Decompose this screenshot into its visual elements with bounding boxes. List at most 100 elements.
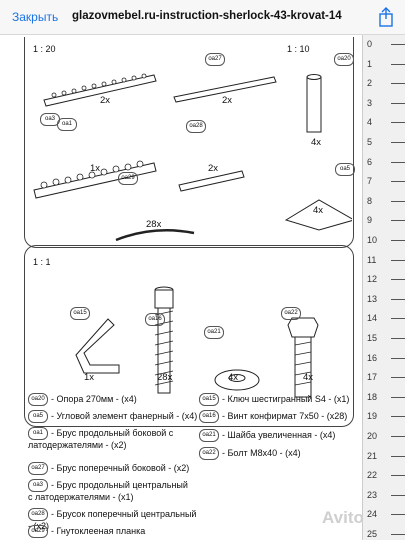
ruler-label: 4 bbox=[367, 117, 373, 128]
document-title: glazovmebel.ru-instruction-sherlock-43-k… bbox=[72, 10, 342, 22]
beam-oa3-drawing bbox=[33, 160, 157, 199]
ruler-label: 17 bbox=[367, 372, 378, 383]
ruler-tick bbox=[391, 436, 405, 437]
ruler-label: 20 bbox=[367, 431, 378, 441]
hardware-qty: 4х bbox=[228, 372, 239, 383]
ruler-label: 25 bbox=[367, 529, 378, 539]
part-qty: 2х bbox=[100, 95, 111, 106]
ruler-label: 16 bbox=[367, 352, 378, 363]
part-code: оа5 bbox=[335, 163, 358, 176]
ruler-tick bbox=[391, 161, 405, 163]
ruler-label: 12 bbox=[367, 274, 378, 285]
ruler-tick bbox=[391, 396, 405, 398]
ruler-tick bbox=[391, 83, 405, 85]
legend-item: оа3- Брус продольный центральный с латод… bbox=[28, 479, 188, 502]
ruler-label: 19 bbox=[367, 411, 378, 422]
ruler-tick bbox=[391, 377, 405, 379]
slat-oa29-drawing bbox=[115, 228, 195, 242]
ruler-label: 15 bbox=[367, 333, 378, 343]
legend-item: оа29- Гнутоклееная планка bbox=[28, 525, 198, 538]
pdf-page[interactable]: 1 : 20 1 : 10 1 : 1 bbox=[0, 35, 362, 540]
ruler-tick bbox=[391, 455, 405, 457]
ruler-tick bbox=[391, 298, 405, 300]
ruler-tick bbox=[391, 279, 405, 281]
beam-oa28-drawing bbox=[178, 170, 245, 192]
corner-oa5-drawing bbox=[284, 199, 352, 231]
hardware-code: оа15 bbox=[70, 307, 93, 320]
legend-item: оа28- Брусок поперечный центральный - (х… bbox=[28, 508, 197, 531]
post-oa20-drawing bbox=[306, 74, 322, 133]
ruler-tick bbox=[391, 514, 405, 516]
screw-oa16-drawing bbox=[154, 286, 174, 394]
part-code: оа28 bbox=[186, 120, 209, 133]
ruler-label: 8 bbox=[367, 195, 373, 206]
legend-item: оа21- Шайба увеличенная - (х4) bbox=[199, 429, 361, 442]
ruler-label: 10 bbox=[367, 235, 378, 245]
part-qty: 1х bbox=[90, 163, 101, 174]
legend-item: оа15- Ключ шестигранный S4 - (х1) bbox=[199, 393, 361, 406]
ruler-label: 7 bbox=[367, 176, 373, 187]
watermark: Avito bbox=[322, 508, 364, 527]
ruler-label: 0 bbox=[367, 39, 373, 49]
part-code: оа20 bbox=[334, 53, 357, 66]
washer-oa21-drawing bbox=[214, 369, 260, 391]
part-qty: 28х bbox=[146, 219, 162, 230]
ruler-label: 5 bbox=[367, 137, 373, 147]
scale-label: 1 : 10 bbox=[287, 44, 310, 54]
part-code: оа29 bbox=[118, 172, 141, 185]
ruler-tick bbox=[391, 200, 405, 202]
beam-oa1-drawing bbox=[43, 73, 157, 107]
hex-key-oa15-drawing bbox=[75, 318, 120, 374]
ruler-tick bbox=[391, 494, 405, 496]
ruler-label: 24 bbox=[367, 509, 378, 520]
ruler-label: 23 bbox=[367, 489, 378, 500]
part-code: оа3 bbox=[40, 113, 63, 126]
top-bar: Закрыть glazovmebel.ru-instruction-sherl… bbox=[0, 0, 405, 35]
ruler-label: 13 bbox=[367, 293, 378, 304]
ruler-label: 11 bbox=[367, 254, 377, 265]
ruler-tick bbox=[391, 338, 405, 339]
scale-label: 1 : 20 bbox=[33, 44, 56, 54]
hardware-qty: 4х bbox=[303, 372, 314, 383]
ruler-label: 1 bbox=[367, 58, 373, 69]
scale-label: 1 : 1 bbox=[33, 257, 51, 267]
legend-item: оа20- Опора 270мм - (х4) bbox=[28, 393, 198, 406]
legend-item: оа16- Винт конфирмат 7х50 - (х28) bbox=[199, 410, 361, 423]
part-qty: 2х bbox=[208, 163, 219, 174]
ruler-tick bbox=[391, 259, 405, 261]
hardware-code: оа21 bbox=[204, 326, 227, 339]
legend-item: оа1- Брус продольный боковой с латодержа… bbox=[28, 427, 174, 450]
ruler-label: 2 bbox=[367, 78, 373, 89]
ruler-tick bbox=[391, 63, 405, 65]
close-button[interactable]: Закрыть bbox=[12, 10, 59, 24]
legend-item: оа22- Болт М8х40 - (х4) bbox=[199, 447, 361, 460]
ruler-tick bbox=[391, 318, 405, 320]
ruler-tick bbox=[391, 44, 405, 45]
part-code: оа27 bbox=[205, 53, 228, 66]
ruler-label: 22 bbox=[367, 470, 378, 481]
legend-item: оа27- Брус поперечный боковой - (х2) bbox=[28, 462, 198, 475]
hardware-code: оа16 bbox=[145, 313, 168, 326]
beam-oa27-drawing bbox=[173, 76, 277, 103]
ruler-label: 14 bbox=[367, 313, 378, 324]
bolt-oa22-drawing bbox=[287, 317, 319, 398]
ruler-tick bbox=[391, 534, 405, 535]
ruler-label: 3 bbox=[367, 97, 373, 108]
legend-item: оа5- Угловой элемент фанерный - (х4) bbox=[28, 410, 198, 423]
part-qty: 4х bbox=[311, 137, 322, 148]
ruler-tick bbox=[391, 475, 405, 477]
ruler-tick bbox=[391, 142, 405, 143]
ruler-tick bbox=[391, 181, 405, 183]
ruler-tick bbox=[391, 102, 405, 104]
parts-panel bbox=[24, 37, 354, 248]
part-qty: 4х bbox=[313, 205, 324, 216]
hardware-qty: 1х bbox=[84, 372, 95, 383]
share-icon[interactable] bbox=[377, 7, 395, 27]
ruler-tick bbox=[391, 122, 405, 124]
hardware-qty: 28х bbox=[157, 372, 173, 383]
part-qty: 2х bbox=[222, 95, 233, 106]
hardware-code: оа22 bbox=[281, 307, 304, 320]
ruler-tick bbox=[391, 416, 405, 418]
ruler-tick bbox=[391, 357, 405, 359]
